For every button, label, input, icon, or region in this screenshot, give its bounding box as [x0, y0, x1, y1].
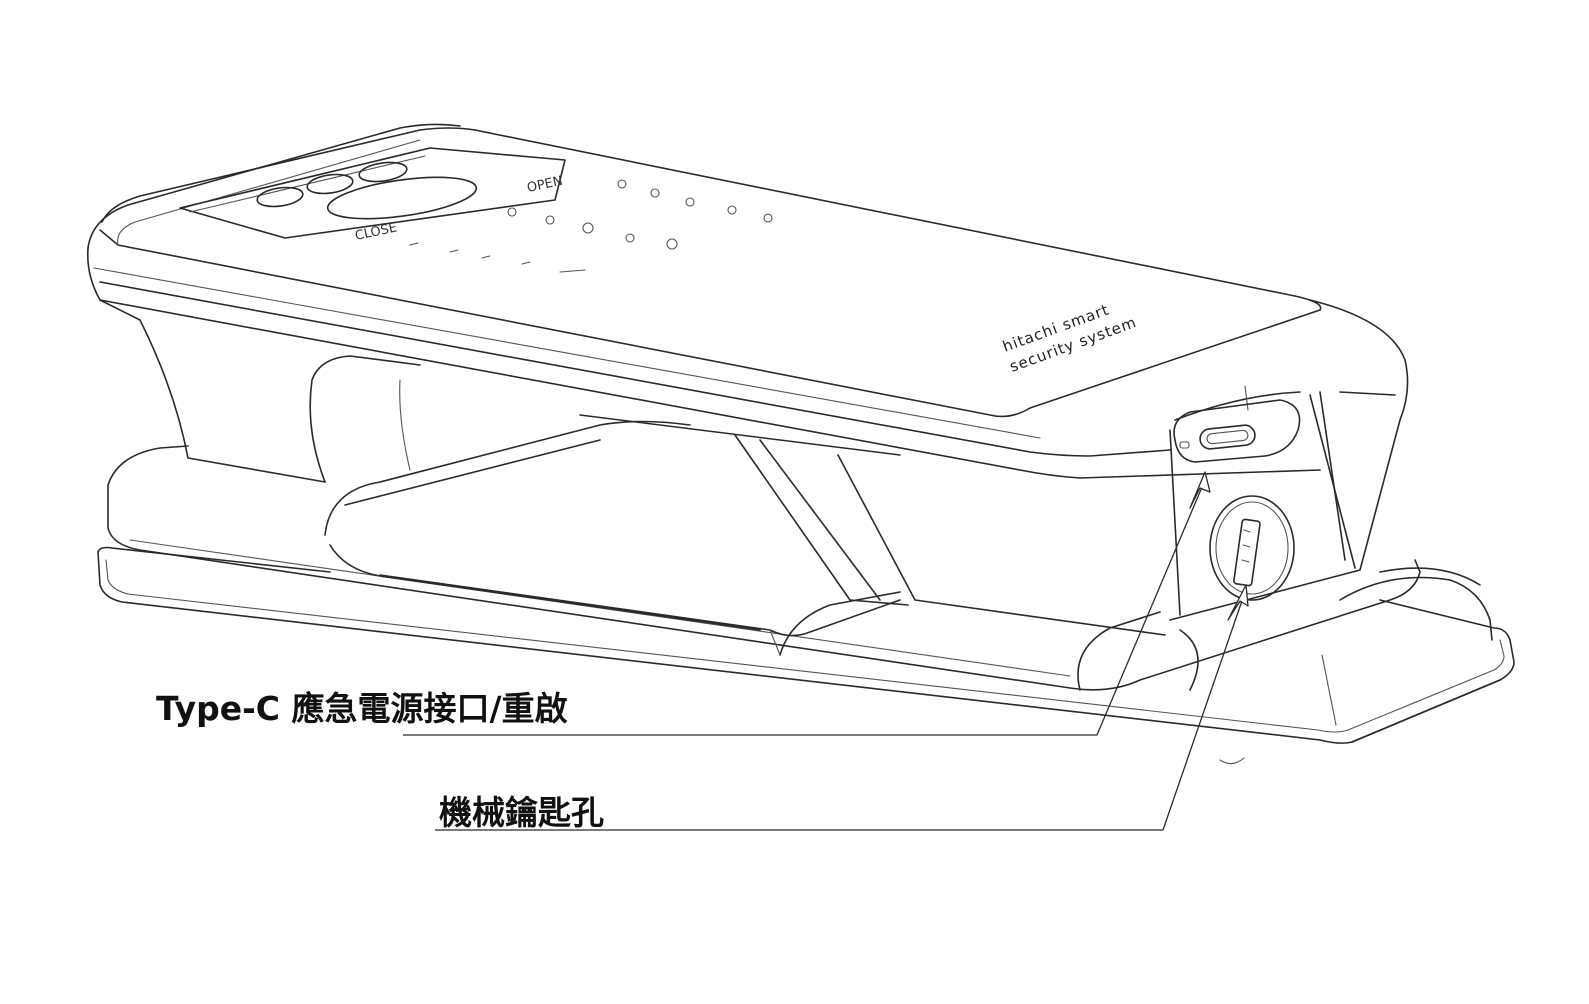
key-hole	[1209, 495, 1295, 601]
usb-c-port	[1173, 399, 1301, 463]
open-label: OPEN	[526, 174, 564, 196]
usb-port-label: Type-C 應急電源接口/重啟	[156, 689, 568, 728]
top-panel: OPEN CLOSE hitachi smart security system	[99, 127, 1322, 418]
key-hole-label: 機械鑰匙孔	[439, 793, 604, 832]
close-label: CLOSE	[354, 220, 399, 244]
base-body	[107, 420, 1493, 691]
keypad	[409, 179, 773, 273]
callout-usb	[403, 471, 1211, 736]
upper-body	[86, 123, 1409, 636]
callout-keyhole	[435, 584, 1249, 831]
base-plate	[97, 546, 1515, 765]
